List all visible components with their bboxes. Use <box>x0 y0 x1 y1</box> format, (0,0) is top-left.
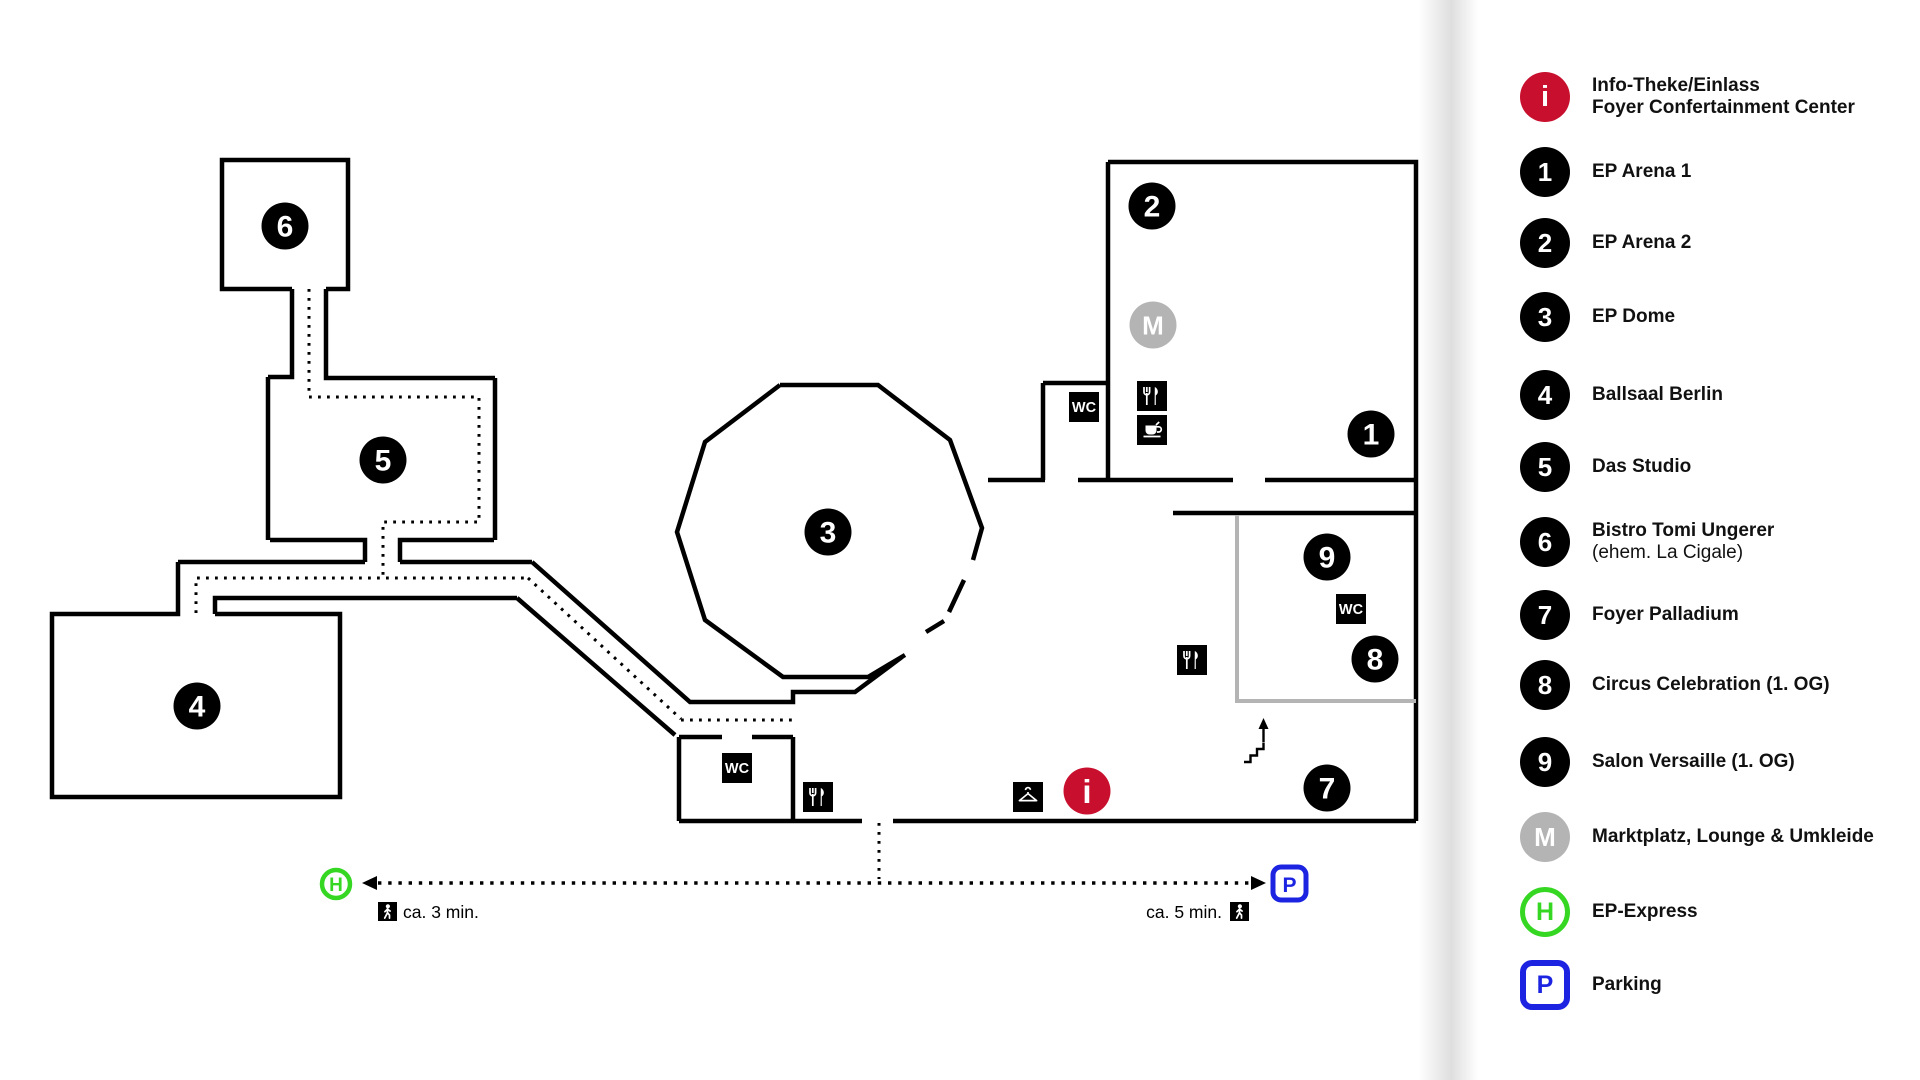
map-badge-8: 8 <box>1351 635 1399 683</box>
svg-text:WC: WC <box>1072 400 1097 416</box>
info-icon: i <box>1520 72 1570 122</box>
badge-1-icon: 1 <box>1520 147 1570 197</box>
train-stop-icon: H <box>1520 887 1570 937</box>
legend-item-foyer-palladium: 7 Foyer Palladium <box>1520 590 1739 640</box>
svg-text:1: 1 <box>1363 419 1380 452</box>
badge-6-icon: 6 <box>1520 517 1570 567</box>
svg-text:8: 8 <box>1367 644 1384 677</box>
floorplan-map: 1 2 3 4 5 6 7 8 <box>49 157 1419 922</box>
legend-item-ep-dome: 3 EP Dome <box>1520 292 1675 342</box>
legend-item-label: Foyer Palladium <box>1592 604 1739 625</box>
upper-floor-gray-walls <box>1235 515 1416 703</box>
legend-item-marktplatz: M Marktplatz, Lounge & Umkleide <box>1520 812 1874 862</box>
svg-text:4: 4 <box>189 691 206 724</box>
legend-item-label: Marktplatz, Lounge & Umkleide <box>1592 826 1874 847</box>
legend-item-ep-arena-1: 1 EP Arena 1 <box>1520 147 1691 197</box>
legend-item-label: Parking <box>1592 974 1662 995</box>
svg-text:P: P <box>1282 874 1296 897</box>
restaurant-icon <box>802 781 834 813</box>
svg-text:H: H <box>329 875 343 896</box>
panel-shadow-divider <box>1418 0 1478 1080</box>
badge-7-icon: 7 <box>1520 590 1570 640</box>
legend-item-bistro-tomi-ungerer: 6 Bistro Tomi Ungerer (ehem. La Cigale) <box>1520 517 1774 567</box>
legend-item-info: i Info-Theke/Einlass Foyer Confertainmen… <box>1520 72 1855 122</box>
svg-text:6: 6 <box>277 211 294 244</box>
badge-9-icon: 9 <box>1520 737 1570 787</box>
svg-text:WC: WC <box>1339 602 1364 618</box>
map-badge-marktplatz: M <box>1129 301 1177 349</box>
legend-item-label: Das Studio <box>1592 456 1692 477</box>
stairs-icon <box>1244 718 1269 764</box>
legend-item-label: EP Arena 2 <box>1592 232 1692 253</box>
map-badge-5: 5 <box>359 436 407 484</box>
svg-text:WC: WC <box>725 761 750 777</box>
wc-sign: WC <box>722 753 752 783</box>
legend-item-label: EP-Express <box>1592 901 1698 922</box>
coat-check-icon <box>1012 781 1044 813</box>
map-badge-3: 3 <box>804 508 852 556</box>
legend-item-label: EP Arena 1 <box>1592 161 1692 182</box>
legend-item-circus-celebration: 8 Circus Celebration (1. OG) <box>1520 660 1830 710</box>
svg-text:7: 7 <box>1319 773 1336 806</box>
pedestrian-icon <box>1229 901 1250 922</box>
map-badge-7: 7 <box>1303 764 1351 812</box>
train-stop-icon: H <box>319 867 353 901</box>
west-wing-walls <box>49 157 1416 824</box>
walk-time-right: ca. 5 min. <box>1146 902 1222 922</box>
marktplatz-icon: M <box>1520 812 1570 862</box>
svg-text:9: 9 <box>1319 542 1336 575</box>
badge-2-icon: 2 <box>1520 218 1570 268</box>
legend-item-label: Ballsaal Berlin <box>1592 384 1723 405</box>
legend-item-label: EP Dome <box>1592 306 1676 327</box>
badge-4-icon: 4 <box>1520 370 1570 420</box>
legend-item-ep-arena-2: 2 EP Arena 2 <box>1520 218 1691 268</box>
legend-item-label: Info-Theke/Einlass Foyer Confertainment … <box>1592 75 1855 118</box>
parking-icon: P <box>1270 864 1309 903</box>
legend-item-das-studio: 5 Das Studio <box>1520 442 1691 492</box>
legend-item-ballsaal-berlin: 4 Ballsaal Berlin <box>1520 370 1723 420</box>
pedestrian-icon <box>377 901 398 922</box>
walk-time-left: ca. 3 min. <box>403 902 479 922</box>
legend-item-parking: P Parking <box>1520 960 1662 1010</box>
badge-8-icon: 8 <box>1520 660 1570 710</box>
restaurant-icon <box>1136 380 1168 412</box>
svg-text:5: 5 <box>375 445 392 478</box>
map-badge-4: 4 <box>173 682 221 730</box>
walkway-leader-line <box>362 876 1266 890</box>
badge-3-icon: 3 <box>1520 292 1570 342</box>
east-building-walls <box>988 159 1419 821</box>
legend-item-label: Circus Celebration (1. OG) <box>1592 674 1830 695</box>
legend-item-salon-versaille: 9 Salon Versaille (1. OG) <box>1520 737 1795 787</box>
visitor-route-dotted <box>194 289 881 879</box>
map-badge-9: 9 <box>1303 533 1351 581</box>
parking-icon: P <box>1520 960 1570 1010</box>
wc-sign: WC <box>1069 392 1099 422</box>
legend-item-label: Salon Versaille (1. OG) <box>1592 751 1795 772</box>
arrowhead-left <box>362 876 377 890</box>
map-badge-info: i <box>1063 767 1111 815</box>
svg-text:M: M <box>1142 311 1164 341</box>
map-walls <box>49 157 1419 824</box>
svg-text:3: 3 <box>820 517 837 550</box>
legend-item-label: Bistro Tomi Ungerer (ehem. La Cigale) <box>1592 520 1775 563</box>
svg-text:i: i <box>1082 773 1091 810</box>
wc-sign: WC <box>1336 594 1366 624</box>
cafe-icon <box>1136 414 1168 446</box>
arrowhead-right <box>1251 876 1266 890</box>
map-badge-1: 1 <box>1347 410 1395 458</box>
legend-item-ep-express: H EP-Express <box>1520 887 1698 937</box>
restaurant-icon <box>1176 644 1208 676</box>
svg-text:2: 2 <box>1144 191 1161 224</box>
map-badge-6: 6 <box>261 202 309 250</box>
map-badge-2: 2 <box>1128 182 1176 230</box>
dome-walls <box>674 382 985 680</box>
badge-5-icon: 5 <box>1520 442 1570 492</box>
